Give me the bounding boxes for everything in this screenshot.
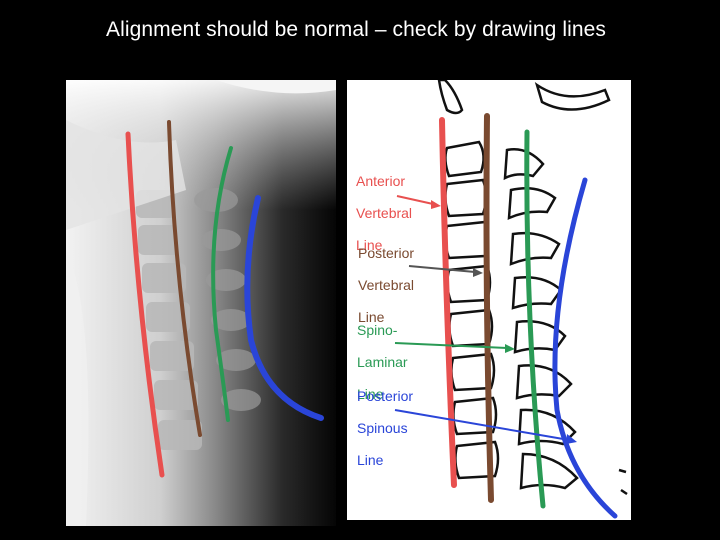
vertebral-bodies <box>136 190 202 450</box>
xray-spinolaminar-line <box>211 146 233 422</box>
posterior-elements <box>194 188 261 411</box>
drawing-svg <box>394 80 628 519</box>
label-text: Vertebral <box>358 277 415 293</box>
label-posterior-vertebral-line: Posterior Vertebral Line <box>358 229 414 341</box>
label-posterior-spinous-line: Posterior Spinous Line <box>357 372 413 484</box>
drawing-spinolaminar-line <box>524 129 546 509</box>
label-text: Vertebral <box>356 205 413 221</box>
label-spinolaminar-line: Spino- Laminar Line <box>357 306 408 418</box>
label-text: Posterior <box>357 388 414 404</box>
drawing-posterior-vertebral-line <box>483 113 494 503</box>
xray-posterior-vertebral-line <box>167 120 202 437</box>
vertebra-sketches <box>437 80 628 496</box>
label-text: Spinous <box>357 420 408 436</box>
slide-title: Alignment should be normal – check by dr… <box>105 18 607 41</box>
label-text: Line <box>356 237 383 253</box>
label-text: Spino- <box>357 322 398 338</box>
label-text: Line <box>357 452 384 468</box>
drawing-anterior-vertebral-line <box>439 117 457 488</box>
label-text: Laminar <box>357 354 408 370</box>
label-text: Line <box>358 309 385 325</box>
drawing-posterior-spinous-line <box>552 177 618 519</box>
label-text: Line <box>357 386 384 402</box>
xray-posterior-spinous-line <box>244 195 324 421</box>
xray-anterior-vertebral-line <box>125 131 165 478</box>
xray-image <box>66 80 336 526</box>
label-anterior-vertebral-line: Anterior Vertebral Line <box>356 157 412 269</box>
schematic-drawing <box>347 80 631 520</box>
label-text: Anterior <box>356 173 406 189</box>
label-text: Posterior <box>358 245 415 261</box>
label-arrows <box>394 195 577 444</box>
xray-svg <box>66 80 336 526</box>
